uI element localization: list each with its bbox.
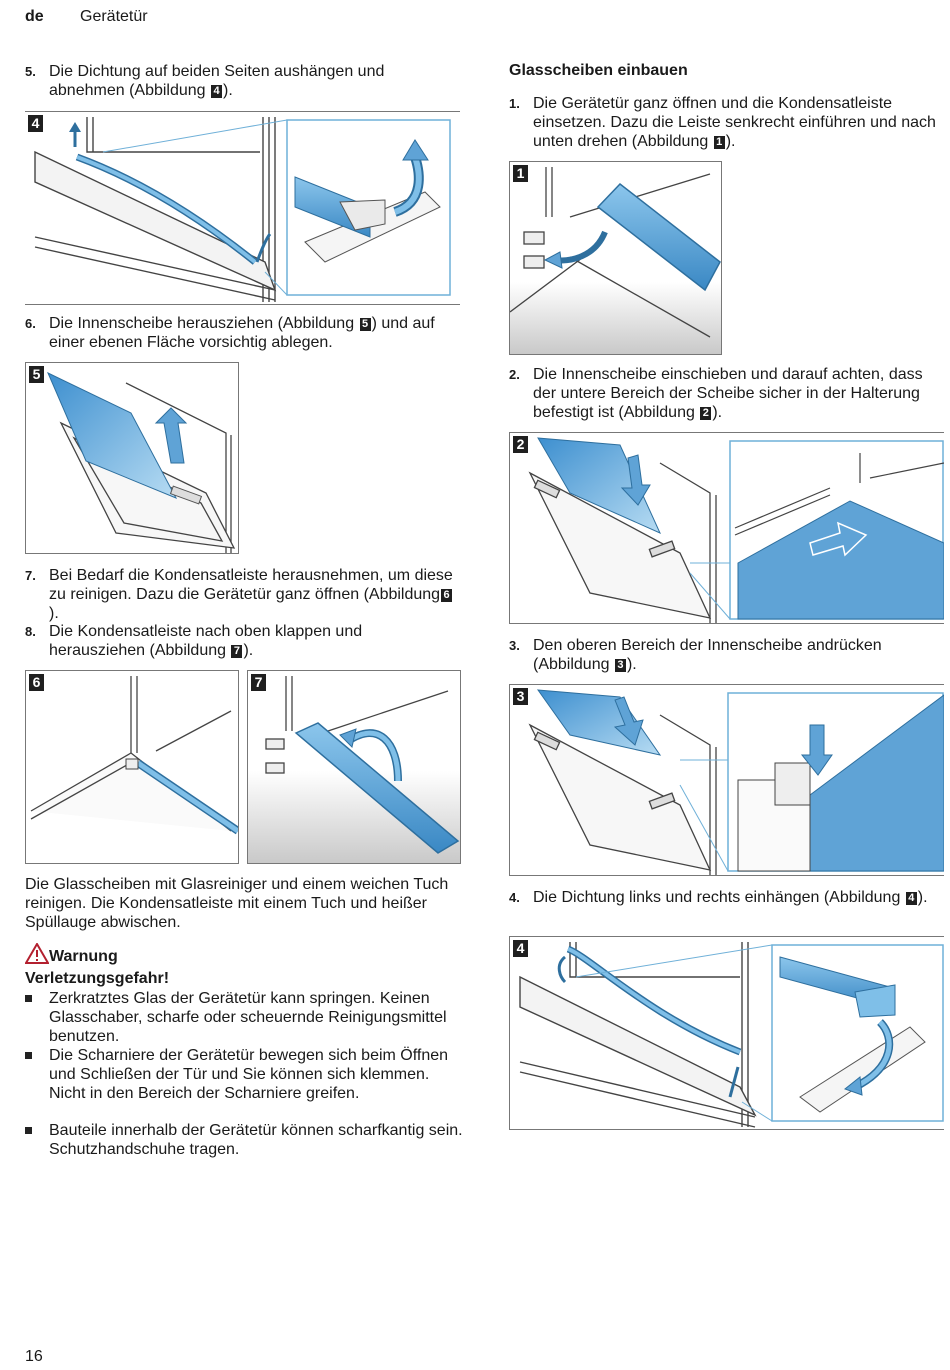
figure-flip-condensate-strip-drawing	[248, 676, 460, 863]
step-number: 5.	[25, 64, 36, 79]
figure-pull-inner-pane-drawing	[47, 371, 236, 553]
page-header-title: Gerätetür	[80, 8, 148, 25]
bullet-marker	[25, 1052, 32, 1059]
step-text: Die Dichtung links und rechts einhängen …	[533, 889, 928, 906]
figure-reference: 2	[700, 407, 712, 420]
figure-remove-seal-drawing	[34, 117, 451, 302]
figure-press-inner-pane: 3	[509, 684, 944, 876]
figure-label: 4	[28, 115, 43, 132]
step-number: 7.	[25, 568, 36, 583]
figure-insert-condensate-strip: 1	[509, 161, 722, 355]
figure-flip-condensate-strip: 7	[247, 670, 461, 864]
figure-reference: 7	[231, 645, 243, 658]
cleaning-instructions: Die Glasscheiben mit Glasreiniger und ei…	[25, 876, 449, 931]
step-text: Die Gerätetür ganz öffnen und die Konden…	[533, 95, 936, 150]
figure-open-door: 6	[25, 670, 239, 864]
figure-label: 4	[513, 940, 528, 957]
figure-label: 2	[513, 436, 528, 453]
bullet-marker	[25, 1127, 32, 1134]
page-number: 16	[25, 1348, 43, 1365]
figure-attach-seal: 4	[509, 936, 944, 1130]
step-number: 8.	[25, 624, 36, 639]
step-number: 3.	[509, 638, 520, 653]
step-number: 6.	[25, 316, 36, 331]
figure-label: 6	[29, 674, 44, 691]
step-number: 4.	[509, 890, 520, 905]
figure-insert-inner-pane-drawing	[528, 437, 944, 623]
figure-insert-condensate-strip-drawing	[510, 167, 721, 354]
figure-label: 7	[251, 674, 266, 691]
figure-attach-seal-drawing	[519, 942, 944, 1128]
step-text: Die Dichtung auf beiden Seiten aushängen…	[49, 63, 385, 99]
warning-heading: Warnung	[24, 942, 118, 966]
step-text: Die Innenscheibe herausziehen (Abbildung…	[49, 315, 435, 351]
figure-label: 3	[513, 688, 528, 705]
figure-reference: 4	[905, 892, 917, 905]
step-number: 1.	[509, 96, 520, 111]
figure-reference: 1	[713, 136, 725, 149]
figure-open-door-drawing	[30, 676, 238, 835]
step-number: 2.	[509, 367, 520, 382]
figure-reference: 6	[441, 589, 453, 602]
figure-insert-inner-pane: 2	[509, 432, 944, 624]
step-text: Den oberen Bereich der Innenscheibe andr…	[533, 637, 882, 673]
bullet-marker	[25, 995, 32, 1002]
warning-subtitle: Verletzungsgefahr!	[25, 970, 170, 987]
figure-press-inner-pane-drawing	[528, 689, 944, 875]
figure-pull-inner-pane: 5	[25, 362, 239, 554]
figure-remove-seal: 4	[25, 111, 460, 305]
figure-label: 5	[29, 366, 44, 383]
section-title: Glasscheiben einbauen	[509, 62, 688, 79]
figure-reference: 3	[614, 659, 626, 672]
figure-reference: 4	[211, 85, 223, 98]
figure-label: 1	[513, 165, 528, 182]
step-text: Die Innenscheibe einschieben und darauf …	[533, 366, 923, 421]
step-text: Bei Bedarf die Kondensatleiste herausneh…	[49, 567, 453, 622]
step-text: Die Kondensatleiste nach oben klappen un…	[49, 623, 363, 659]
language-code: de	[25, 8, 44, 25]
figure-reference: 5	[359, 318, 371, 331]
warning-triangle-icon	[24, 942, 50, 964]
